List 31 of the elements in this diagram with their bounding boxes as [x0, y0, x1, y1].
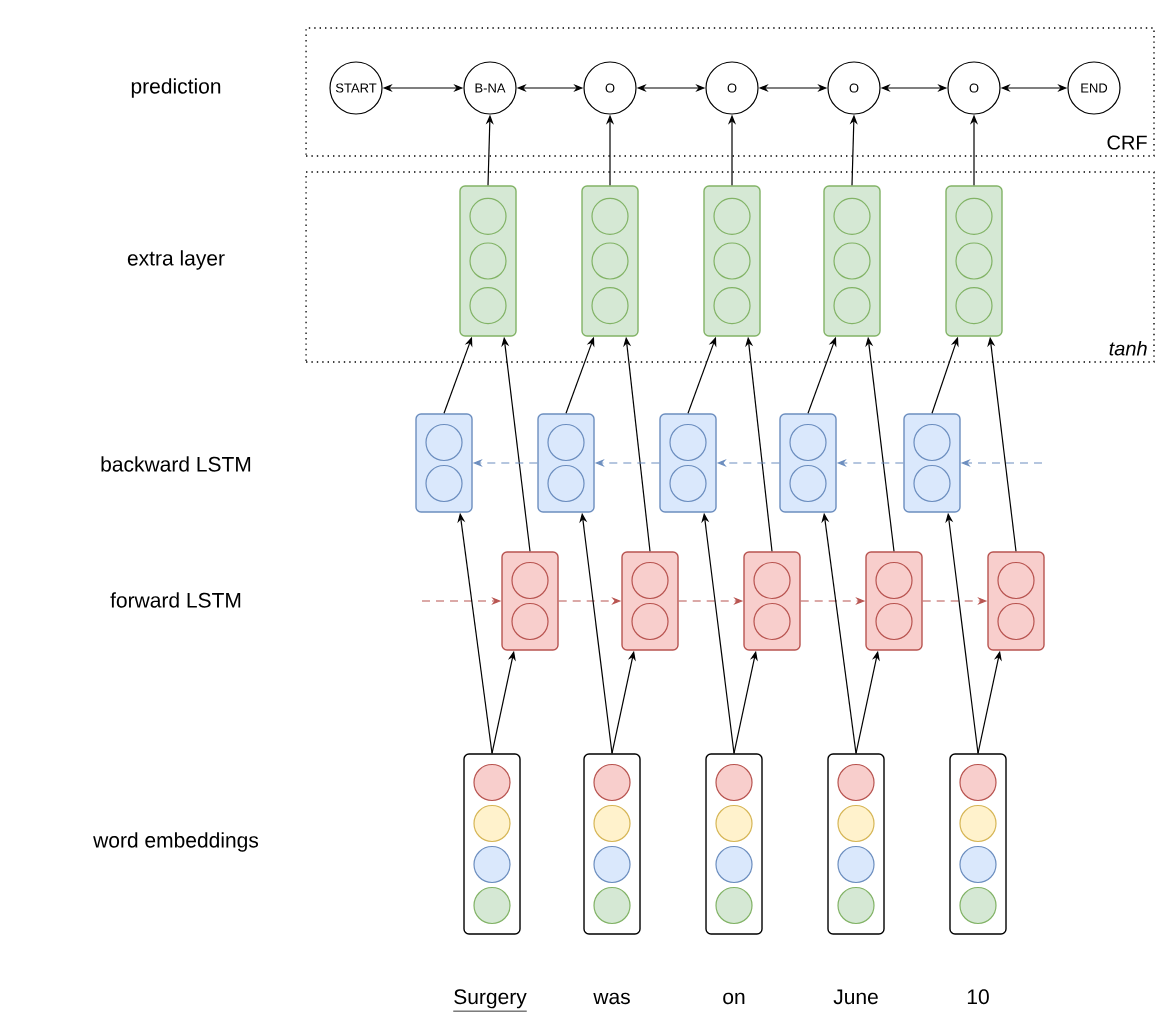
- neuron-stack: [987, 551, 1045, 651]
- row-label: extra layer: [127, 250, 225, 270]
- neuron-stack: [583, 753, 641, 935]
- neuron-stack: [581, 185, 639, 337]
- neuron-stack: [743, 551, 801, 651]
- neuron-stack: [949, 753, 1007, 935]
- neuron-stack: [621, 551, 679, 651]
- neuron-stack: [501, 551, 559, 651]
- neuron-stack: [415, 413, 473, 513]
- layer-band: tanh: [305, 171, 1155, 363]
- neuron-stack: [459, 185, 517, 337]
- row-label: word embeddings: [93, 832, 259, 852]
- word-label: June: [833, 989, 878, 1005]
- neuron-stack: [659, 413, 717, 513]
- word-label: 10: [967, 989, 989, 1005]
- word-label: was: [593, 992, 630, 1005]
- row-label: backward LSTM: [101, 456, 251, 472]
- neuron-stack: [779, 413, 837, 513]
- word-label: Surgery: [452, 989, 528, 1012]
- word-label: on: [723, 992, 745, 1005]
- neuron-stack: [865, 551, 923, 651]
- neuron-stack: [823, 185, 881, 337]
- row-label: prediction: [131, 78, 221, 98]
- neuron-stack: [703, 185, 761, 337]
- neuron-stack: [463, 753, 521, 935]
- neuron-stack: [945, 185, 1003, 337]
- neuron-stack: [705, 753, 763, 935]
- neuron-stack: [827, 753, 885, 935]
- neuron-stack: [903, 413, 961, 513]
- row-label: forward LSTM: [110, 592, 241, 608]
- neuron-stack: [537, 413, 595, 513]
